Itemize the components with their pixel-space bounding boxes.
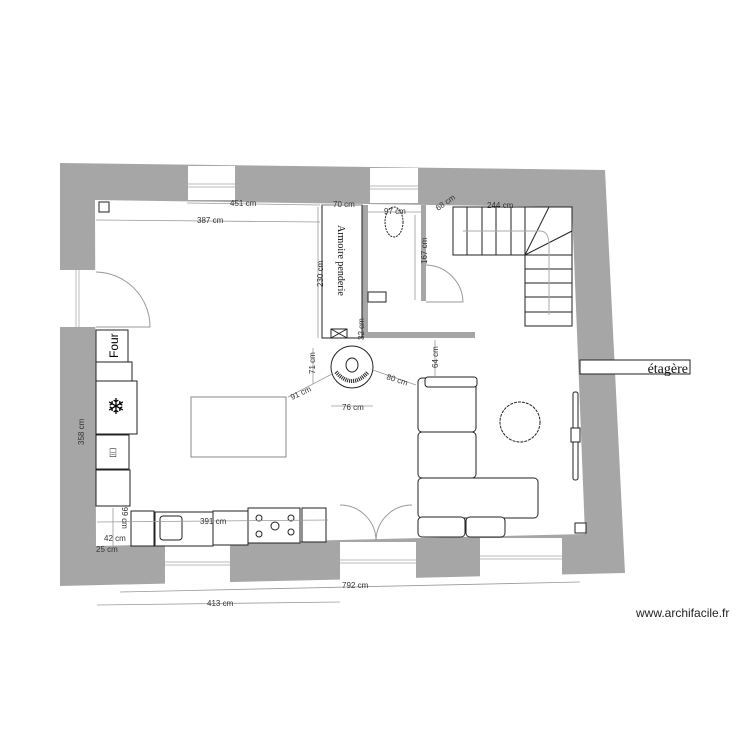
fridge	[95, 380, 138, 435]
cooktop	[247, 507, 301, 544]
french-door-left	[339, 504, 377, 542]
french-door-right	[375, 504, 413, 542]
wc-wall-bottom	[362, 332, 475, 338]
oven	[95, 329, 129, 363]
exterior-walls	[60, 163, 625, 586]
dim-stove-top: 71 cm	[308, 352, 317, 374]
credit-link[interactable]: www.archifacile.fr	[636, 606, 730, 620]
toilet-icon	[384, 206, 404, 238]
wardrobe-box-icon	[330, 328, 348, 339]
dim-wardrobe-gap: 32 cm	[357, 318, 366, 340]
coffee-table	[499, 401, 541, 443]
dim-stairs: 244 cm	[487, 201, 514, 210]
dim-stove-width: 76 cm	[342, 403, 364, 412]
dim-left-wall: 358 cm	[77, 418, 86, 445]
dim-stove-table: 91 cm	[289, 384, 313, 402]
dim-wardrobe-width: 70 cm	[333, 200, 355, 209]
dim-wardrobe-length: 230 cm	[316, 260, 325, 287]
cooktop-icon	[255, 514, 295, 538]
dim-total-width: 792 cm	[342, 581, 369, 590]
washbasin-icon	[367, 291, 387, 303]
kitchen-cabinet	[95, 361, 133, 383]
dining-table	[190, 396, 287, 458]
dim-corner-b: 25 cm	[96, 545, 118, 554]
dim-kitchen-run: 391 cm	[200, 517, 227, 526]
dim-sofa-gap: 64 cm	[431, 346, 440, 368]
corner-box	[98, 201, 110, 213]
wardrobe	[321, 204, 363, 339]
entry-door-swing	[95, 271, 151, 328]
dim-top-outer: 451 cm	[230, 199, 257, 208]
kitchen-cabinet	[301, 507, 327, 543]
corner-box	[574, 522, 587, 534]
oven-label: Four	[107, 333, 121, 358]
dimension-lines	[95, 202, 581, 606]
wardrobe-label: Armoire penderie	[335, 225, 346, 296]
shelf-label: étagère	[648, 362, 688, 377]
dim-bottom-left: 413 cm	[207, 599, 234, 608]
windows	[60, 166, 562, 584]
kitchen-corner-cabinet	[95, 469, 131, 507]
sink-icon	[159, 515, 183, 541]
dim-wc-width: 97 cm	[384, 207, 406, 216]
dim-kitchen-depth: 99 cm	[120, 507, 129, 529]
radiator-icon	[570, 391, 581, 481]
dishwasher-icon: ⌸	[109, 446, 116, 460]
dim-corner-a: 42 cm	[104, 534, 126, 543]
sofa	[417, 376, 539, 538]
dim-stove-sofa: 80 cm	[385, 372, 409, 387]
wc-door-swing	[425, 264, 464, 303]
kitchen-cabinet	[130, 510, 155, 547]
wc-wall-right	[421, 205, 426, 301]
dishwasher	[95, 434, 130, 470]
wc-wall-left	[362, 205, 368, 338]
snowflake-fridge-icon: ❄	[107, 394, 125, 419]
dim-top-inner: 387 cm	[197, 216, 224, 225]
shelf	[579, 359, 691, 375]
staircase-icon	[452, 206, 573, 327]
dim-wc-wall: 167 cm	[420, 237, 429, 264]
